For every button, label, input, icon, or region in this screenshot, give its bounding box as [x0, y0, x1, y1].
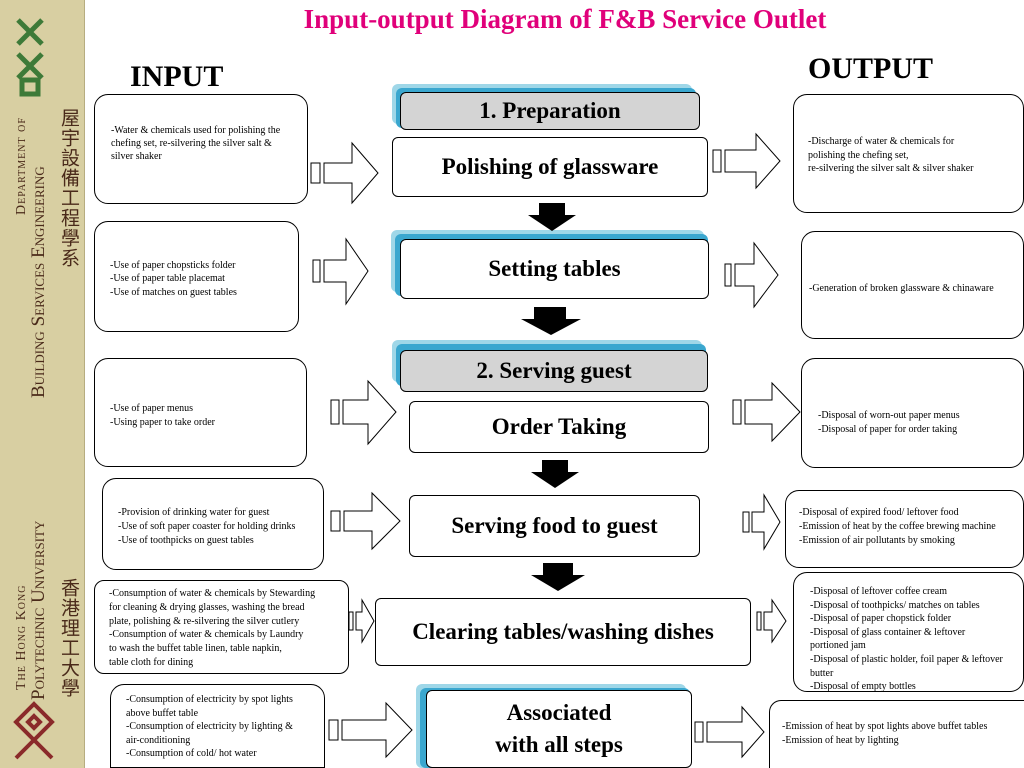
step-order-taking: Order Taking	[409, 401, 709, 453]
sidebar-polytechnic-university: Polytechnic University	[28, 520, 49, 700]
output-arrow	[742, 493, 781, 551]
input-line: to wash the buffet table linen, table na…	[109, 643, 282, 654]
input-arrow	[312, 237, 369, 306]
input-line: above buffet table	[126, 708, 199, 719]
output-line: -Discharge of water & chemicals for	[808, 136, 955, 147]
university-sidebar: Department of Building Services Engineer…	[0, 0, 85, 768]
output-heading: OUTPUT	[808, 52, 934, 85]
input-line: plate, polishing & re-silvering the silv…	[109, 616, 300, 627]
flow-down-arrow	[521, 307, 581, 335]
step-setting-tables: Setting tables	[400, 239, 709, 299]
input-box-associated: -Consumption of electricity by spot ligh…	[110, 684, 325, 768]
flow-down-arrow	[531, 460, 579, 488]
input-line: -Use of paper table placemat	[110, 273, 225, 284]
input-arrow	[310, 141, 379, 205]
flow-down-arrow	[528, 203, 576, 231]
output-box-setting-tables: -Generation of broken glassware & chinaw…	[801, 231, 1024, 339]
input-line: -Use of paper menus	[110, 403, 194, 414]
input-arrow	[328, 701, 413, 759]
output-arrow	[756, 598, 787, 644]
diagram-title: Input-output Diagram of F&B Service Outl…	[303, 4, 827, 34]
output-line: -Generation of broken glassware & chinaw…	[809, 283, 994, 294]
output-line: -Disposal of toothpicks/ matches on tabl…	[810, 600, 980, 611]
step-associated: Associated with all steps	[426, 690, 692, 768]
input-line: -Consumption of electricity by lighting …	[126, 721, 293, 732]
input-line: table cloth for dining	[109, 657, 194, 668]
section-serving-guest: 2. Serving guest	[400, 350, 708, 392]
flow-down-arrow	[531, 563, 585, 591]
input-line: -Use of toothpicks on guest tables	[118, 535, 254, 546]
input-line: air-conditioning	[126, 735, 191, 746]
university-logo	[13, 701, 55, 760]
input-line: chefing set, re-silvering the silver sal…	[111, 138, 272, 149]
output-box-clearing-tables: -Disposal of leftover coffee cream -Disp…	[793, 572, 1024, 692]
output-line: butter	[810, 668, 834, 679]
input-line: -Use of matches on guest tables	[110, 287, 237, 298]
output-arrow	[712, 132, 781, 190]
step-serving-food: Serving food to guest	[409, 495, 700, 557]
output-line: -Disposal of paper for order taking	[818, 424, 958, 435]
input-line: -Consumption of electricity by spot ligh…	[126, 694, 293, 705]
output-line: -Disposal of expired food/ leftover food	[799, 507, 959, 518]
input-arrow	[330, 379, 397, 446]
output-line: re-silvering the silver salt & silver sh…	[808, 163, 974, 174]
input-line: for cleaning & drying glasses, washing t…	[109, 602, 305, 613]
input-line: -Consumption of water & chemicals by Lau…	[109, 629, 304, 640]
output-arrow	[732, 381, 801, 443]
input-line: -Use of paper chopsticks folder	[110, 260, 236, 271]
output-line: -Disposal of empty bottles	[810, 681, 916, 692]
output-line: -Emission of air pollutants by smoking	[799, 535, 955, 546]
department-logo	[16, 18, 44, 97]
output-box-associated: -Emission of heat by spot lights above b…	[769, 700, 1024, 768]
output-line: -Emission of heat by lighting	[782, 735, 899, 746]
output-line: -Emission of heat by spot lights above b…	[782, 721, 988, 732]
sidebar-university-cjk: 香港理工大學	[58, 578, 80, 698]
input-line: -Use of soft paper coaster for holding d…	[118, 521, 296, 532]
input-heading: INPUT	[130, 60, 224, 93]
output-box-serving-food: -Disposal of expired food/ leftover food…	[785, 490, 1024, 568]
step-associated-line1: Associated	[506, 700, 612, 725]
sidebar-department-cjk: 屋宇設備工程學系	[58, 108, 80, 268]
step-associated-line2: with all steps	[495, 732, 623, 757]
input-line: -Using paper to take order	[110, 417, 215, 428]
input-line: -Consumption of cold/ hot water	[126, 748, 257, 759]
output-line: -Disposal of worn-out paper menus	[818, 410, 960, 421]
sidebar-divider	[84, 0, 85, 768]
input-box-setting-tables: -Use of paper chopsticks folder -Use of …	[94, 221, 299, 332]
step-polishing-glassware: Polishing of glassware	[392, 137, 708, 197]
input-box-order-taking: -Use of paper menus -Using paper to take…	[94, 358, 307, 467]
input-box-serving-food: -Provision of drinking water for guest -…	[102, 478, 324, 570]
input-arrow	[348, 598, 375, 644]
section-preparation: 1. Preparation	[400, 92, 700, 130]
output-line: portioned jam	[810, 640, 866, 651]
output-line: -Disposal of leftover coffee cream	[810, 586, 947, 597]
output-line: -Disposal of glass container & leftover	[810, 627, 966, 638]
output-arrow	[694, 705, 765, 759]
output-line: -Disposal of plastic holder, foil paper …	[810, 654, 1003, 665]
sidebar-building-services: Building Services Engineering	[28, 166, 49, 398]
output-box-order-taking: -Disposal of worn-out paper menus -Dispo…	[801, 358, 1024, 468]
output-line: -Emission of heat by the coffee brewing …	[799, 521, 996, 532]
output-box-polishing: -Discharge of water & chemicals for poli…	[793, 94, 1024, 213]
input-line: -Provision of drinking water for guest	[118, 507, 270, 518]
output-line: -Disposal of paper chopstick folder	[810, 613, 952, 624]
input-arrow	[330, 491, 401, 551]
output-line: polishing the chefing set,	[808, 150, 909, 161]
input-line: silver shaker	[111, 151, 162, 162]
input-line: -Consumption of water & chemicals by Ste…	[109, 588, 316, 599]
input-line: -Water & chemicals used for polishing th…	[111, 125, 281, 136]
input-box-polishing: -Water & chemicals used for polishing th…	[94, 94, 308, 204]
input-box-clearing-tables: -Consumption of water & chemicals by Ste…	[94, 580, 349, 674]
step-clearing-tables: Clearing tables/washing dishes	[375, 598, 751, 666]
output-arrow	[724, 241, 779, 309]
